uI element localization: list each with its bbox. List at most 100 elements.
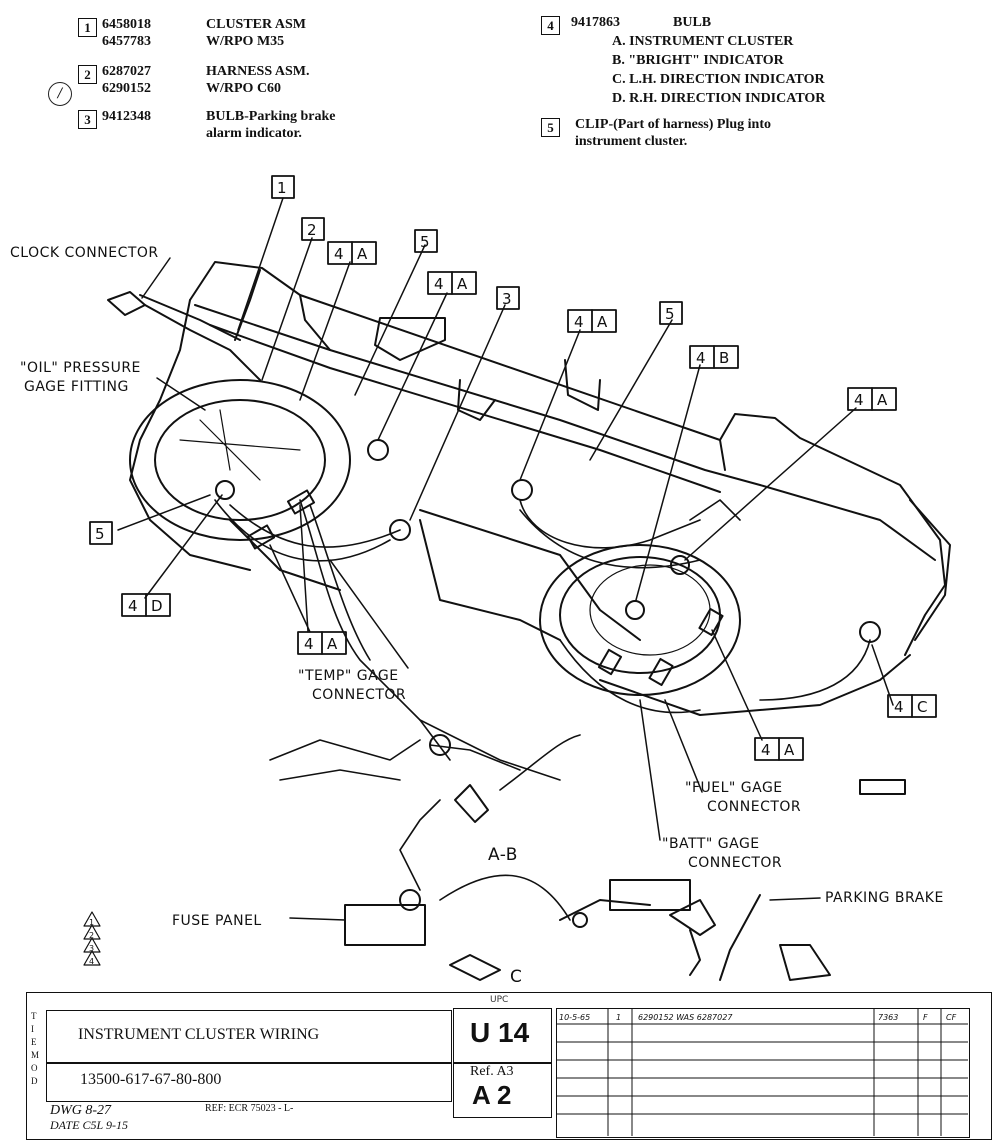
view-c-label: C <box>510 967 522 987</box>
callout-4a-letter: A <box>357 245 368 263</box>
side-letter: M <box>31 1050 40 1060</box>
callout-4a-letter: A <box>327 635 338 653</box>
revision-grid: 10-5-65 1 6290152 WAS 6287027 7363 F CF <box>556 1008 968 1136</box>
part-description: instrument cluster. <box>575 134 688 149</box>
part-description: W/RPO C60 <box>206 81 282 96</box>
triangle-label: 3 <box>89 944 94 953</box>
dwg-date: DATE C5L 9-15 <box>50 1118 129 1132</box>
batt-gage-label: "BATT" GAGE <box>662 836 760 852</box>
revision-table <box>556 1008 970 1138</box>
part-number: 9417863 <box>571 15 620 30</box>
part-description: BULB <box>673 15 712 30</box>
legend-item-3: 3 9412348 BULB-Parking brake alarm indic… <box>78 108 418 148</box>
callout-4d-num: 4 <box>128 597 138 615</box>
callout-box: 4 <box>541 16 560 35</box>
triangle-label: 1 <box>89 918 94 927</box>
callout-3: 3 <box>502 290 512 308</box>
legend-item-4: 4 9417863 BULB <box>541 14 841 35</box>
title-block <box>26 992 992 1140</box>
oil-pressure-label: GAGE FITTING <box>24 379 129 395</box>
callout-4a-num: 4 <box>761 741 771 759</box>
legend-item-2: 2 6287027 6290152 HARNESS ASM. W/RPO C60 <box>78 63 418 103</box>
callout-1: 1 <box>277 179 287 197</box>
upc-code: U 14 <box>470 1017 530 1048</box>
side-letters: T I E M O D <box>31 1010 39 1088</box>
leader-lines <box>117 197 894 921</box>
callout-box: 2 <box>78 65 97 84</box>
gage-connectors <box>246 489 906 946</box>
triangle-label: 4 <box>89 957 94 966</box>
part-number: 6457783 <box>102 34 151 49</box>
rev-auth: 7363 <box>878 1013 898 1022</box>
part-description: CLIP-(Part of harness) Plug into <box>575 117 771 132</box>
part-description: W/RPO M35 <box>206 34 285 49</box>
callout-4a-letter: A <box>784 741 795 759</box>
callout-4d-letter: D <box>151 597 163 615</box>
part-description: alarm indicator. <box>206 126 302 141</box>
callout-4a-letter: A <box>597 313 608 331</box>
batt-gage-label: CONNECTOR <box>688 855 782 871</box>
temp-gage-label: CONNECTOR <box>312 687 406 703</box>
wiring-harness <box>214 499 871 921</box>
part-description: BULB-Parking brake <box>206 109 336 124</box>
gauge-left <box>129 379 351 541</box>
callout-box: 1 <box>78 18 97 37</box>
callout-4a-letter: A <box>877 391 888 409</box>
callout-4a-letter: A <box>457 275 468 293</box>
callout-box: 3 <box>78 110 97 129</box>
rev-dr: F <box>923 1013 928 1022</box>
part-number: 6458018 <box>102 17 151 32</box>
side-letter: E <box>31 1037 37 1047</box>
callout-box: 5 <box>541 118 560 137</box>
callout-4a-num: 4 <box>854 391 864 409</box>
callout-4b-num: 4 <box>696 349 706 367</box>
oil-pressure-label: "OIL" PRESSURE <box>20 360 141 376</box>
callout-2: 2 <box>307 221 317 239</box>
title-cell <box>46 1010 452 1064</box>
callout-4c-letter: C <box>917 698 927 716</box>
temp-gage-label: "TEMP" GAGE <box>298 668 399 684</box>
wiring-illustration: 1 2 4 A 5 4 A 3 4 A 5 4 B 4 A 5 4 D 4 A … <box>10 175 951 987</box>
callout-4b-letter: B <box>719 349 729 367</box>
fuse-panel-label: FUSE PANEL <box>172 913 262 929</box>
revision-mark: / <box>48 82 72 106</box>
clock-connector-plug <box>107 291 261 381</box>
legend-item-1: 1 6458018 6457783 CLUSTER ASM W/RPO M35 <box>78 16 418 56</box>
callout-4a-num: 4 <box>434 275 444 293</box>
ecr-ref: REF: ECR 75023 - L- <box>205 1103 294 1114</box>
clock-connector-label: CLOCK CONNECTOR <box>10 245 159 261</box>
upc-cell <box>453 1008 552 1064</box>
rev-description: 6290152 WAS 6287027 <box>638 1013 733 1022</box>
bulb-list: A. INSTRUMENT CLUSTER B. "BRIGHT" INDICA… <box>612 32 825 108</box>
view-arrow-c <box>449 954 501 981</box>
rev-number: 1 <box>616 1013 621 1022</box>
dash-panel <box>129 261 951 716</box>
callout-4c-num: 4 <box>894 698 904 716</box>
fuel-gage-label: CONNECTOR <box>707 799 801 815</box>
triangle-label: 2 <box>89 931 94 940</box>
rev-date: 10-5-65 <box>559 1013 590 1022</box>
bulb-item: C. L.H. DIRECTION INDICATOR <box>612 72 825 87</box>
part-number: 6287027 <box>102 64 151 79</box>
ref-cell <box>453 1062 552 1118</box>
part-number: 9412348 <box>102 109 151 124</box>
model-cell <box>46 1062 452 1102</box>
side-letter: D <box>31 1076 38 1086</box>
part-number: 6290152 <box>102 81 151 96</box>
callout-5: 5 <box>95 525 105 543</box>
callout-text: 1 2 4 A 5 4 A 3 4 A 5 4 B 4 A 5 4 D 4 A … <box>10 179 943 987</box>
callout-4a-num: 4 <box>574 313 584 331</box>
callout-4a-num: 4 <box>334 245 344 263</box>
side-letter: I <box>31 1024 34 1034</box>
legend-item-5: 5 CLIP-(Part of harness) Plug into instr… <box>541 116 961 156</box>
callout-4a-num: 4 <box>304 635 314 653</box>
bulb-item: D. R.H. DIRECTION INDICATOR <box>612 91 826 106</box>
revision-triangles: 1 2 3 4 <box>83 911 101 966</box>
fuel-gage-label: "FUEL" GAGE <box>685 780 783 796</box>
parking-brake <box>559 894 831 981</box>
view-arrow-ab <box>454 784 489 823</box>
bulb-item: A. INSTRUMENT CLUSTER <box>612 34 794 49</box>
bulb-sockets <box>215 439 881 928</box>
rev-ck: CF <box>946 1013 957 1022</box>
part-description: CLUSTER ASM <box>206 17 306 32</box>
